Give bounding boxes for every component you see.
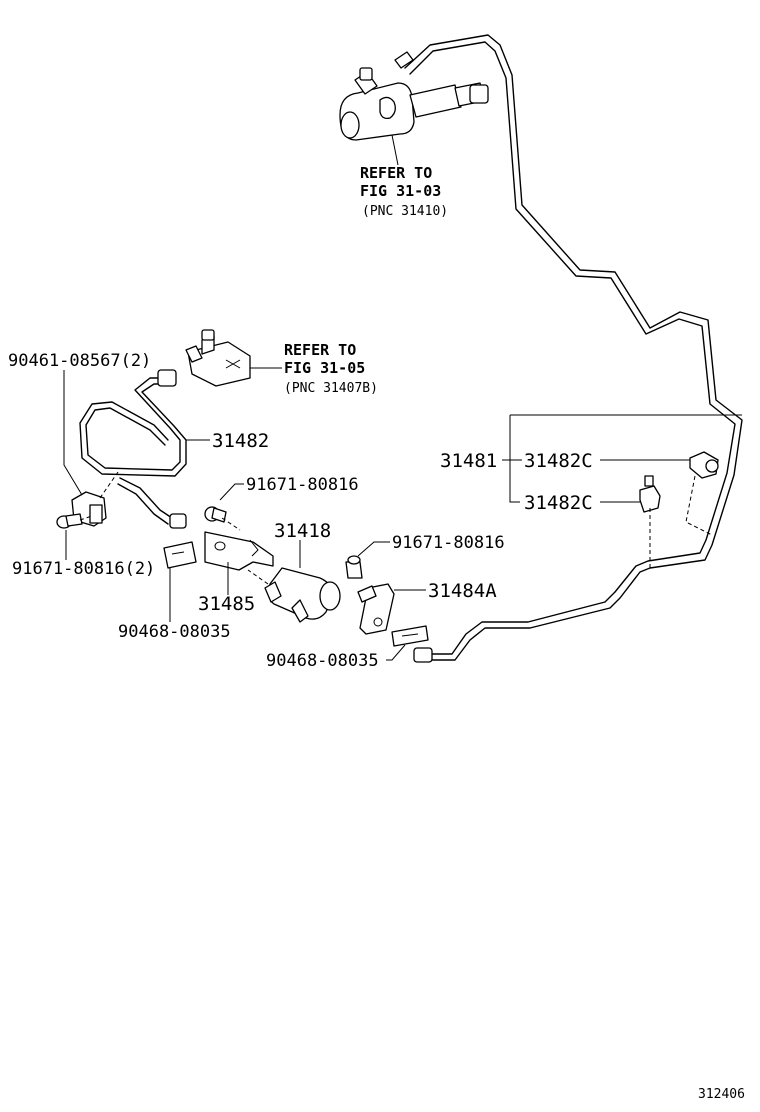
clip-90468-right xyxy=(391,625,429,647)
ref-master-line3: (PNC 31410) xyxy=(362,204,448,219)
ref-master-line1: REFER TO xyxy=(360,164,432,182)
label-31482: 31482 xyxy=(212,430,269,452)
bracket-31485 xyxy=(204,531,274,571)
pipe-end-fitting xyxy=(413,647,433,663)
bolt-middle-c xyxy=(345,555,363,579)
label-91671-b: 91671-80816(2) xyxy=(12,559,155,579)
clutch-pipe-long xyxy=(404,34,743,661)
ref-valve-line1: REFER TO xyxy=(284,341,356,359)
label-31484A: 31484A xyxy=(428,580,497,602)
label-91671-a: 91671-80816 xyxy=(246,475,359,495)
label-31482C-a: 31482C xyxy=(524,450,593,472)
pipe-clamp-upper xyxy=(685,451,719,536)
pipe-clamp-lower xyxy=(639,475,661,570)
clutch-master-cylinder xyxy=(339,51,489,166)
ref-valve-line2: FIG 31-05 xyxy=(284,359,365,377)
bolt-left xyxy=(56,513,93,529)
label-31418: 31418 xyxy=(274,520,331,542)
ref-master-line2: FIG 31-03 xyxy=(360,182,441,200)
label-31482C-b: 31482C xyxy=(524,492,593,514)
bracket-31484A xyxy=(357,583,395,635)
ref-valve-line3: (PNC 31407B) xyxy=(284,381,378,396)
clutch-valve-union xyxy=(185,329,282,387)
label-91671-c: 91671-80816 xyxy=(392,533,505,553)
label-31485: 31485 xyxy=(198,593,255,615)
label-90468-a: 90468-08035 xyxy=(118,622,231,642)
figure-number: 312406 xyxy=(698,1087,745,1102)
clip-90468-left xyxy=(163,541,197,569)
label-31481: 31481 xyxy=(440,450,497,472)
bolt-middle-a xyxy=(204,506,241,531)
release-cylinder-31418 xyxy=(247,567,341,623)
clutch-hose-31482 xyxy=(79,369,187,529)
label-90468-b: 90468-08035 xyxy=(266,651,379,671)
label-90461: 90461-08567(2) xyxy=(8,351,151,371)
